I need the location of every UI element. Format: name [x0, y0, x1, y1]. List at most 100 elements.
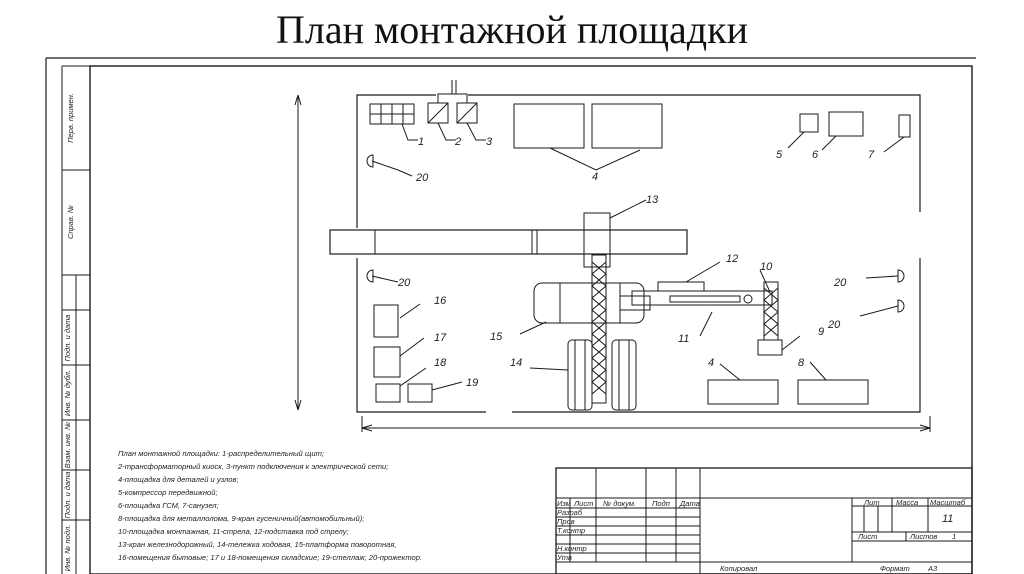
- running-bogie: [567, 339, 637, 411]
- drawing-frame: [89, 65, 973, 574]
- leader-line: [437, 122, 456, 141]
- floodlight-icon: [859, 299, 905, 317]
- leader-line: [787, 131, 805, 149]
- callout-label: 6: [812, 149, 819, 161]
- leader-line: [821, 135, 837, 151]
- title-block-cell: Лист: [573, 499, 593, 508]
- site-boundary: [356, 94, 921, 228]
- leader-line: [399, 367, 427, 387]
- callout-label: 20: [397, 277, 411, 289]
- leader-line: [399, 337, 425, 357]
- legend-note: 13-кран железнодорожный, 14-тележка ходо…: [118, 540, 397, 549]
- railway-crane: [583, 212, 611, 404]
- crane-boom: [631, 281, 773, 306]
- scrap-platform: [797, 379, 869, 405]
- leader-line: [759, 269, 771, 293]
- callout-label: 9: [818, 326, 824, 338]
- title-block-cell: Лист: [857, 532, 877, 541]
- side-label: Инв. № дубл.: [63, 370, 72, 416]
- site-boundary: [512, 258, 921, 413]
- legend-note: 6-площадка ГСМ, 7-санузел;: [118, 501, 219, 510]
- legend-note: 4-площадка для деталей и узлов;: [118, 475, 239, 484]
- household-room: [373, 304, 399, 338]
- floodlight-icon: [865, 269, 905, 283]
- title-block-cell: Утв: [556, 553, 572, 562]
- title-block-cell: № докум.: [603, 499, 636, 508]
- distribution-board: [369, 103, 415, 125]
- callout-label: 12: [726, 253, 738, 265]
- title-block-cell: Пров: [557, 517, 575, 526]
- crawler-crane: [757, 281, 783, 356]
- callout-label: 4: [592, 171, 598, 183]
- legend-note: 5-компрессор передвижной;: [118, 488, 218, 497]
- callout-label: 4: [708, 357, 714, 369]
- leader-line: [397, 169, 413, 177]
- title-block-cell: Дата: [679, 499, 700, 508]
- legend-note: 10-площадка монтажная, 11-стрела, 12-под…: [118, 527, 349, 536]
- scale-value: 11: [942, 513, 953, 525]
- railway-track: [329, 229, 688, 255]
- callout-label: 17: [434, 332, 447, 344]
- rack: [407, 383, 433, 403]
- parts-platform: [591, 103, 663, 149]
- title-block-cell: Формат: [880, 564, 910, 573]
- side-label: Взам. инв. №: [63, 422, 72, 468]
- title-block-cell: 1: [952, 532, 956, 541]
- compressor: [799, 113, 819, 133]
- side-label: Подп. и дата: [63, 472, 72, 519]
- callout-label: 15: [490, 331, 503, 343]
- callout-label: 2: [454, 136, 461, 148]
- storage-room: [373, 346, 401, 378]
- parts-platform: [707, 379, 779, 405]
- rotary-platform: [533, 282, 651, 324]
- floodlight-icon: [366, 269, 399, 283]
- side-label: Перв. примен.: [66, 93, 75, 143]
- leader-line: [431, 381, 463, 391]
- slide-title: План монтажной площадки: [275, 7, 748, 52]
- transformer-kiosk: [427, 80, 478, 124]
- callout-label: 16: [434, 295, 447, 307]
- leader-line: [699, 311, 713, 337]
- title-block: [555, 467, 973, 574]
- leader-line: [609, 199, 647, 219]
- legend-note: 8-площадка для металлолома, 9-кран гусен…: [118, 514, 364, 523]
- site-boundary: [356, 258, 486, 413]
- floodlight-icon: [366, 154, 399, 171]
- leader-line: [401, 123, 418, 141]
- title-block-cell: Подп: [652, 499, 670, 508]
- restroom: [898, 114, 911, 138]
- callout-label: 20: [415, 172, 429, 184]
- leader-line: [781, 335, 801, 351]
- storage-room: [375, 383, 401, 403]
- callout-label: 3: [486, 136, 493, 148]
- title-block-cell: Разраб: [557, 508, 583, 517]
- callout-label: 19: [466, 377, 478, 389]
- leader-line: [883, 136, 905, 153]
- legend-note: 2-трансформаторный киоск, 3-пункт подклю…: [117, 462, 388, 471]
- leader-line: [529, 367, 569, 371]
- leader-line: [549, 147, 641, 171]
- title-block-cell: Масштаб: [930, 498, 966, 507]
- title-block-cell: Листов: [909, 532, 937, 541]
- callout-label: 18: [434, 357, 447, 369]
- leader-line: [719, 363, 741, 381]
- leader-line: [519, 321, 547, 335]
- legend-note: 16-помещения бытовые; 17 и 18-помещения …: [118, 553, 422, 562]
- callout-label: 13: [646, 194, 659, 206]
- title-block-cell: Изм: [557, 499, 571, 508]
- callout-label: 20: [827, 319, 841, 331]
- side-label: Инв. № подл.: [63, 525, 72, 572]
- dimension-arrows: [361, 424, 931, 432]
- leader-line: [809, 361, 827, 381]
- legend-note: План монтажной площадки: 1-распределител…: [118, 449, 324, 458]
- callout-label: 5: [776, 149, 783, 161]
- title-block-cell: Копировал: [720, 564, 758, 573]
- side-label: Подп. и дата: [63, 315, 72, 362]
- dimension-arrows: [294, 94, 302, 411]
- boom-stand: [657, 281, 705, 292]
- title-block-cell: Масса: [896, 498, 918, 507]
- title-block-cell: Лит: [863, 498, 880, 507]
- callout-label: 10: [760, 261, 773, 273]
- callout-label: 7: [868, 149, 875, 161]
